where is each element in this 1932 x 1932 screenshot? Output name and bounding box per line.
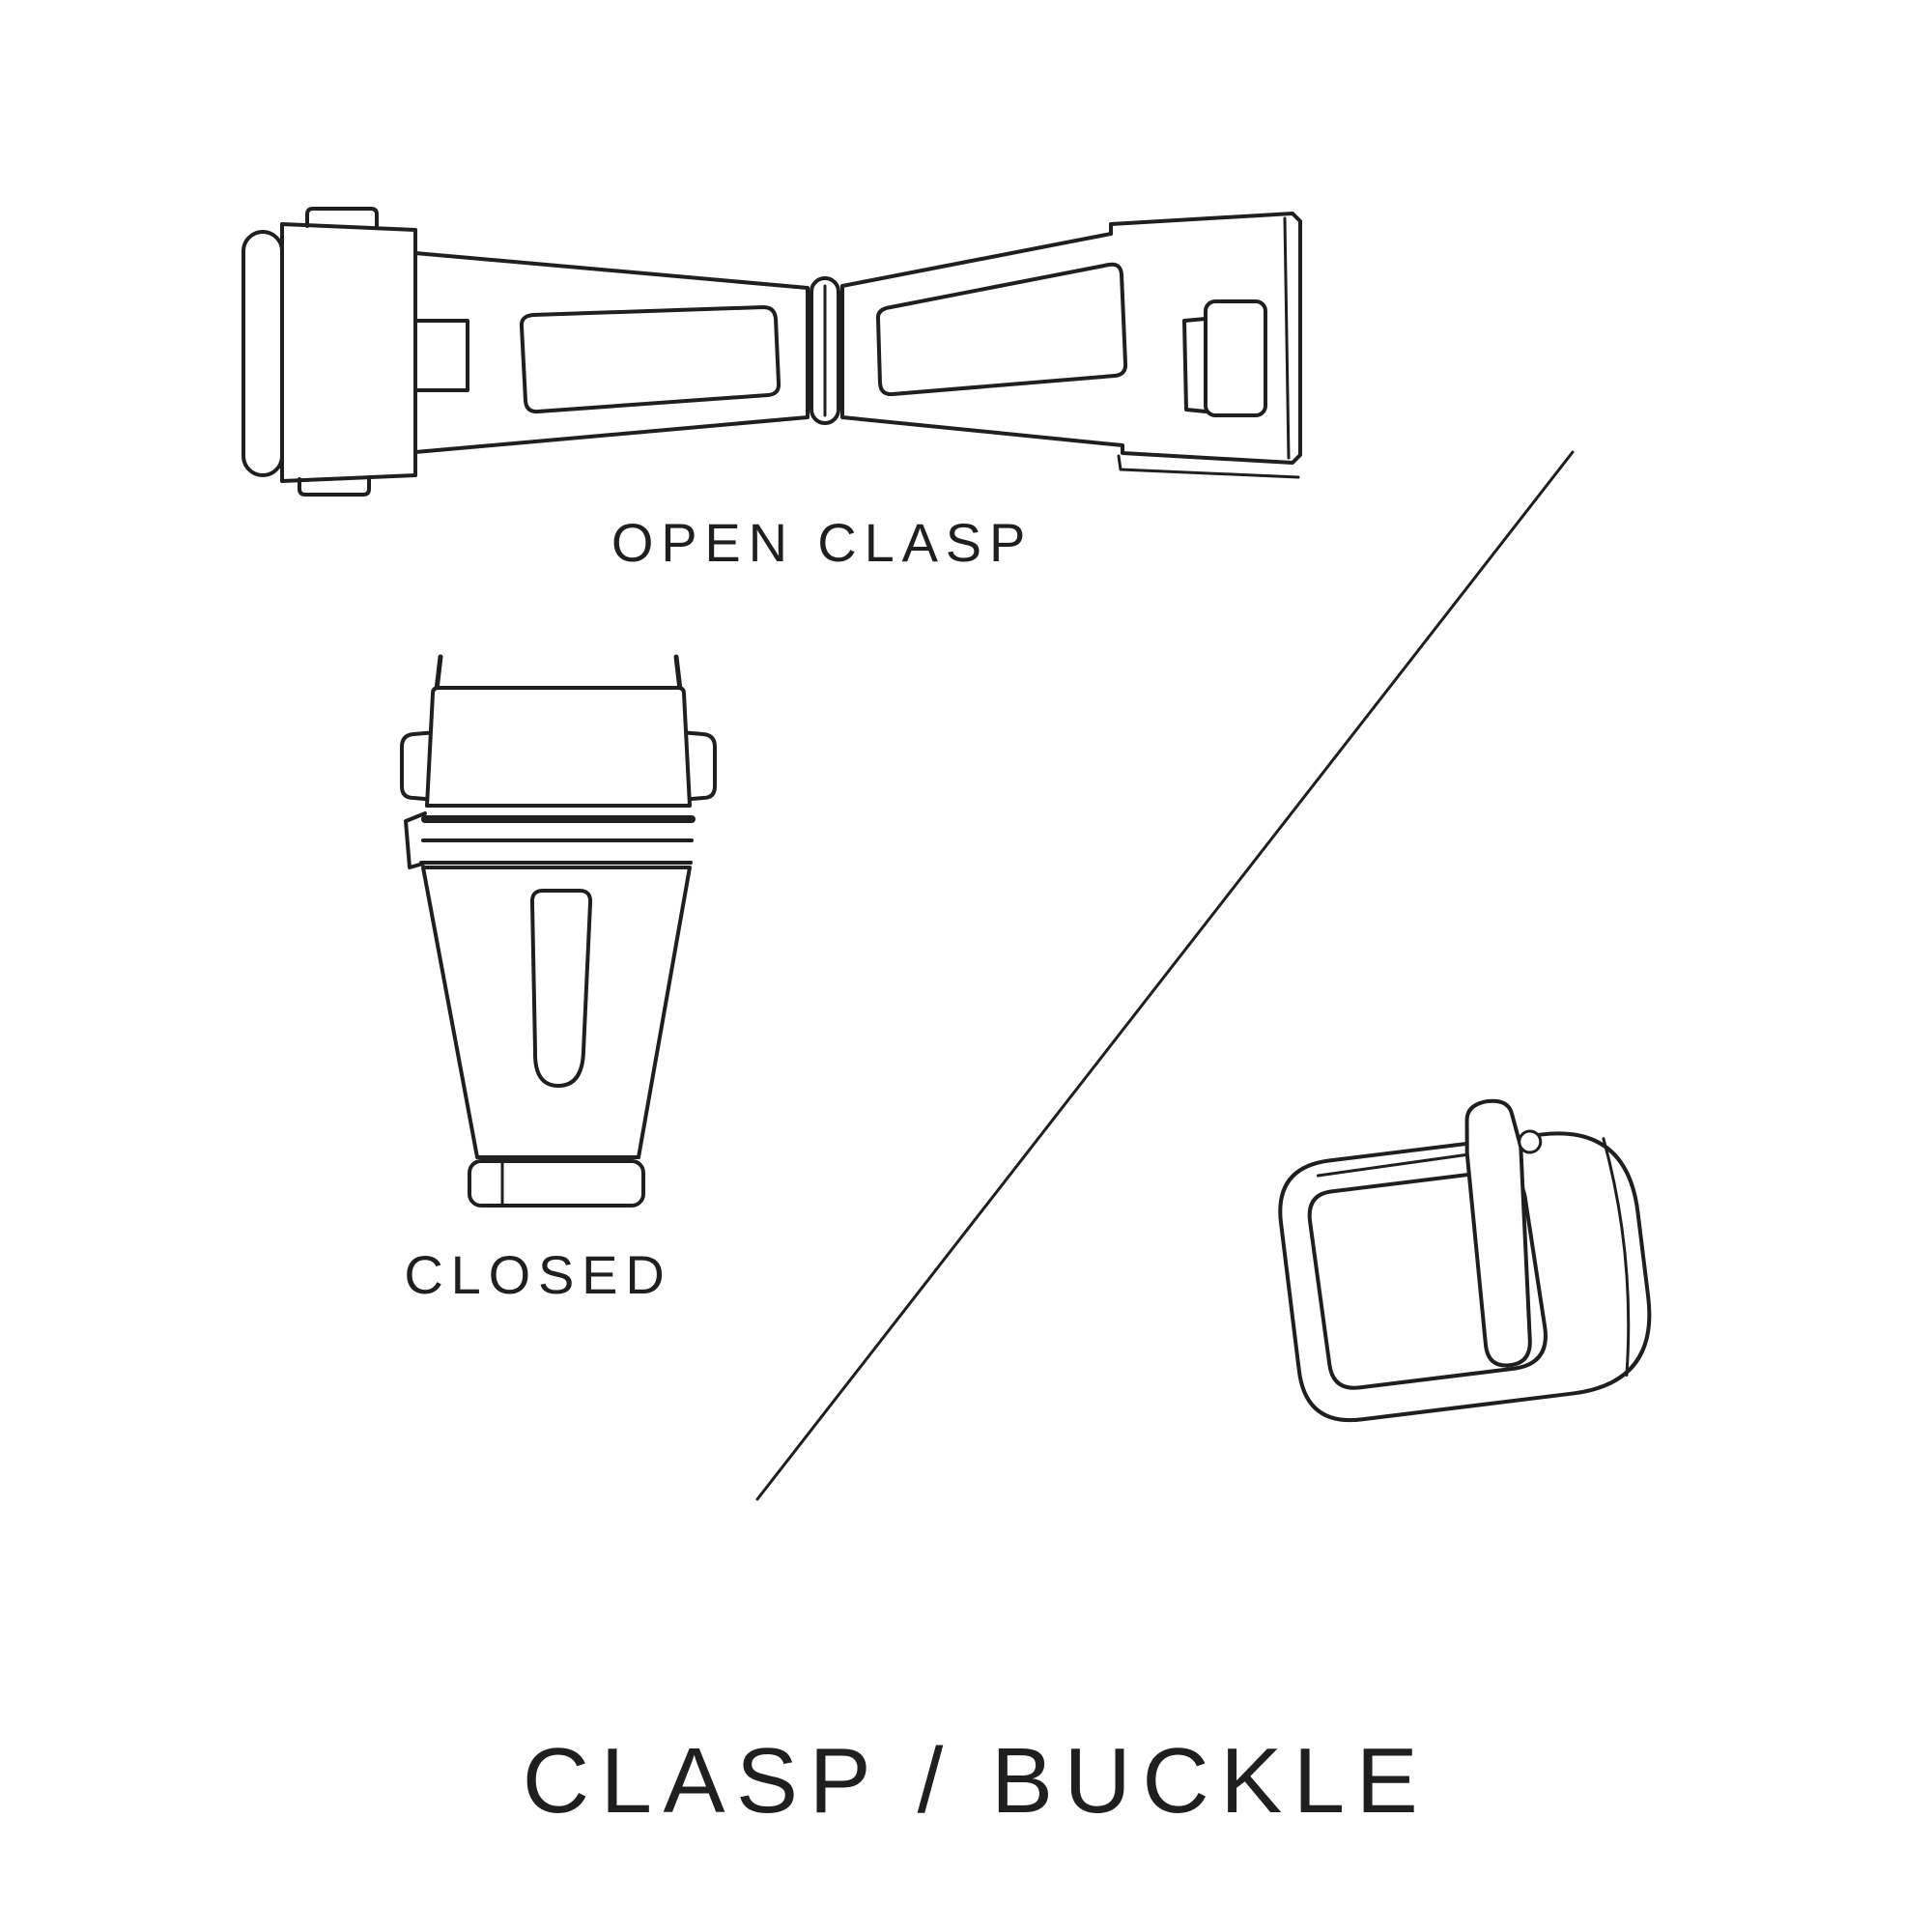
- buckle-illustration: [1278, 1098, 1652, 1423]
- open-clasp-end-block: [280, 222, 417, 483]
- closed-clasp-caption: CLOSED: [404, 1244, 672, 1305]
- buckle-tang-loop: [1518, 1129, 1543, 1154]
- open-clasp-end-capsule: [242, 230, 284, 477]
- open-clasp-cutout: [1204, 299, 1267, 417]
- buckle-tang: [1464, 1098, 1532, 1368]
- open-clasp-illustration: [242, 207, 1302, 497]
- open-clasp-caption: OPEN CLASP: [611, 512, 1034, 573]
- closed-clasp-top-block: [425, 686, 692, 808]
- closed-clasp-foot: [468, 1159, 645, 1208]
- closed-clasp-body: [421, 866, 692, 1159]
- buckle-frame: [1278, 1131, 1652, 1423]
- open-clasp-left-arm: [413, 251, 810, 454]
- closed-clasp-illustration: [400, 654, 717, 1208]
- open-clasp-right-arm: [840, 212, 1302, 465]
- page-title: CLASP / BUCKLE: [522, 1729, 1430, 1833]
- diagonal-divider: [755, 450, 1575, 1501]
